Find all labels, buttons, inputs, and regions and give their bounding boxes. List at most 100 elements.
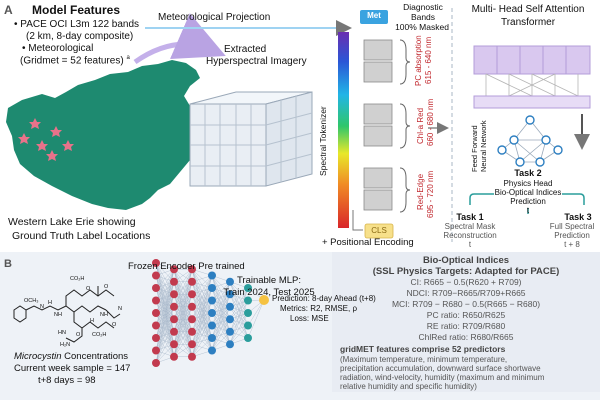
- index-line: CI: R665 − 0.5(R620 + R709): [410, 277, 522, 287]
- mlp-node: [226, 290, 234, 299]
- label-marker: [36, 140, 48, 151]
- task2-title: Task 2: [514, 168, 542, 178]
- mlp-node: [208, 284, 216, 292]
- mol-label: OCH₃: [24, 298, 39, 304]
- mlp-node: [208, 346, 216, 355]
- bullet-met-line2-wrap: (Gridmet = 52 features) a: [20, 55, 130, 67]
- mlp-connection: [191, 275, 213, 295]
- task3-line2: Prediction: [554, 231, 590, 240]
- bio-optical-title-line2: (SSL Physics Targets: Adapted for PACE): [372, 266, 560, 277]
- frozen-encoder-label: Frozen Encoder Pre trained: [128, 261, 245, 272]
- task2-line1: Physics Head: [503, 179, 553, 188]
- concentrations-line: Microcystin Concentrations: [14, 351, 128, 363]
- extracted-line1: Extracted: [224, 44, 267, 55]
- mlp-node: [170, 327, 178, 336]
- diagnostic-line2: Bands: [410, 12, 436, 22]
- mol-label: HN: [58, 330, 66, 336]
- mlp-connection: [155, 331, 175, 364]
- mlp-connection: [191, 275, 213, 307]
- gridmet-title: gridMET features comprise 52 predictors: [340, 344, 506, 354]
- mlp-node: [170, 302, 178, 311]
- mlp-connection: [191, 325, 213, 357]
- bio-optical-title-line1: Bio-Optical Indices: [422, 255, 510, 266]
- task2-t: t: [526, 206, 530, 215]
- mlp-node: [170, 315, 178, 324]
- mlp-node: [152, 259, 160, 267]
- mlp-node: [208, 334, 216, 342]
- index-line: RE ratio: R709/R680: [426, 321, 506, 331]
- diagnostic-line3: 100% Masked: [395, 22, 449, 32]
- mol-label: O: [86, 286, 91, 292]
- mlp-connection: [155, 269, 175, 314]
- mol-label: H: [48, 300, 52, 306]
- transformer-block: [473, 45, 591, 109]
- mlp-node: [152, 334, 160, 342]
- cls-token-label: CLS: [371, 226, 387, 235]
- panel-a-label: A: [4, 3, 13, 17]
- mlp-node: [170, 352, 178, 361]
- cls-connector: [352, 210, 363, 231]
- bullet-met-line2: (Gridmet = 52 features): [20, 55, 124, 67]
- token-column: [363, 39, 393, 211]
- mlp-node: [152, 309, 160, 317]
- ground-truth-markers: [18, 118, 74, 161]
- mol-label: CO₂H: [92, 332, 107, 338]
- mlp-connection: [211, 306, 231, 351]
- band-pc-line2: 615 - 640 nm: [424, 36, 433, 84]
- mlp-node: [226, 315, 234, 324]
- metrics-label: Metrics: R2, RMSE, ρ: [280, 304, 358, 313]
- mlp-node: [226, 327, 234, 336]
- mlp-node: [152, 346, 160, 355]
- mlp-connection: [173, 269, 193, 307]
- label-marker: [29, 118, 41, 129]
- mlp-connection: [155, 269, 175, 301]
- bullet-met: • Meteorological: [22, 43, 94, 54]
- prediction-label: Prediction: 8-day Ahead (t+8): [272, 294, 376, 303]
- model-features-title: Model Features: [32, 3, 121, 17]
- mlp-connection: [211, 331, 231, 351]
- map-caption-line1: Western Lake Erie showing: [8, 216, 136, 228]
- map-caption-line2: Ground Truth Label Locations: [12, 230, 151, 242]
- index-line: MCI: R709 − R680 − 0.5(R665 − R680): [391, 299, 541, 309]
- gridmet-line: relative humidity and specific humidity): [340, 382, 477, 391]
- task3-title: Task 3: [564, 212, 592, 222]
- label-marker: [50, 126, 62, 137]
- bullet-met-sup: a: [126, 55, 130, 61]
- bullet-pace-line2: (2 km, 8-day composite): [26, 31, 134, 42]
- mlp-node: [188, 327, 196, 336]
- mlp-node: [170, 265, 178, 274]
- mol-label: N: [118, 306, 122, 312]
- mlp-connection: [191, 275, 213, 332]
- mlp-node: [244, 334, 252, 342]
- mlp-line2: Train 2024, Test 2025: [223, 287, 315, 298]
- mlp-connection: [155, 344, 175, 364]
- mlp-connection: [191, 300, 213, 357]
- task-connector: [469, 193, 494, 205]
- mlp-connection: [211, 281, 231, 326]
- mlp-nodes: [152, 259, 252, 367]
- lake-erie-map: [6, 60, 210, 210]
- task1-line1: Spectral Mask: [444, 222, 496, 231]
- mlp-connection: [247, 299, 265, 326]
- microcystin-molecule: [13, 286, 121, 343]
- mlp-node: [244, 296, 252, 305]
- mlp-node: [152, 271, 160, 280]
- mlp-node: [226, 302, 234, 311]
- mol-label: N: [40, 304, 44, 310]
- panel-b-label: B: [4, 258, 12, 270]
- bullet-pace: • PACE OCI L3m 122 bands: [14, 19, 140, 30]
- task3-line1: Full Spectral: [549, 222, 595, 231]
- curved-arrow: [133, 13, 226, 65]
- spectral-tokenizer-label: Spectral Tokenizer: [318, 106, 328, 176]
- gridmet-line: (Maximum temperature, minimum temperatur…: [340, 355, 508, 364]
- mlp-connection: [155, 269, 175, 326]
- mlp-node: [188, 290, 196, 299]
- mlp-line1: Trainable MLP:: [236, 275, 302, 286]
- task1-t: t: [468, 240, 472, 249]
- mol-label: O: [112, 322, 117, 328]
- mlp-node: [188, 277, 196, 286]
- task3-t: t + 8: [564, 240, 580, 249]
- bio-optical-box: [332, 252, 600, 392]
- mlp-node: [170, 290, 178, 299]
- cls-token-box: [364, 223, 394, 239]
